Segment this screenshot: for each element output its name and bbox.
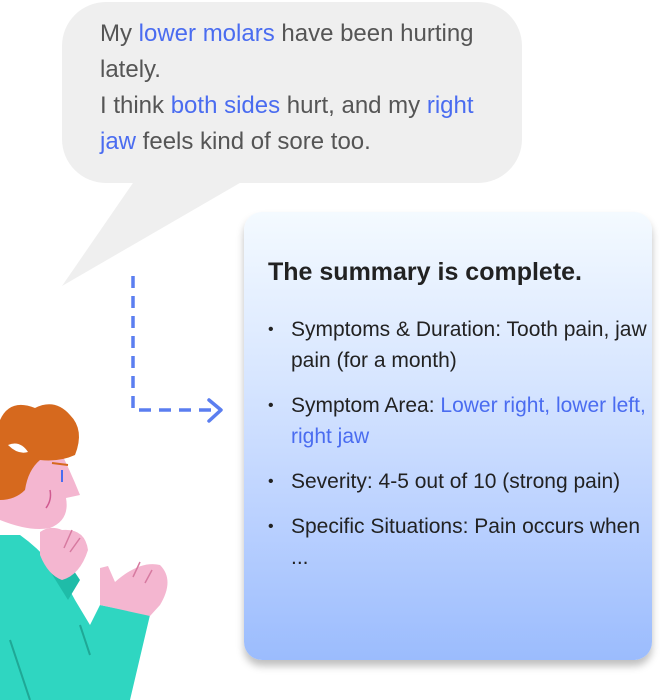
item-value: Lower right, lower left, right jaw: [291, 394, 646, 448]
speech-highlight: right jaw: [100, 92, 474, 155]
summary-item-situations: Specific Situations: Pain occurs when ..…: [268, 511, 648, 573]
speech-part: My: [100, 20, 139, 47]
item-label: Symptoms & Duration:: [291, 318, 507, 341]
item-value: 4-5 out of 10 (strong pain): [378, 470, 621, 493]
item-label: Severity:: [291, 470, 379, 493]
speech-bubble: [62, 2, 522, 286]
summary-card: The summary is complete. Symptoms & Dura…: [244, 212, 652, 660]
dashed-arrow-icon: [131, 276, 223, 423]
summary-item-symptoms: Symptoms & Duration: Tooth pain, jaw pai…: [268, 314, 648, 376]
summary-list: Symptoms & Duration: Tooth pain, jaw pai…: [268, 314, 648, 587]
speech-part: feels kind of sore too.: [136, 128, 371, 155]
item-label: Symptom Area:: [291, 394, 441, 417]
item-value: Tooth pain, jaw pain (for a month): [291, 318, 647, 372]
summary-title: The summary is complete.: [268, 258, 583, 286]
person-illustration: [0, 404, 168, 700]
patient-speech-text: My lower molars have been hurting lately…: [100, 16, 500, 160]
item-value: Pain occurs when ...: [291, 515, 641, 569]
item-label: Specific Situations:: [291, 515, 475, 538]
speech-highlight: both sides: [170, 92, 281, 119]
speech-part: have been hurting lately.: [100, 20, 474, 83]
speech-highlight: lower molars: [138, 20, 275, 47]
summary-item-severity: Severity: 4-5 out of 10 (strong pain): [268, 466, 648, 497]
speech-part: hurt, and my: [280, 92, 427, 119]
summary-item-area: Symptom Area: Lower right, lower left, r…: [268, 390, 648, 452]
speech-part: I think: [100, 92, 171, 119]
